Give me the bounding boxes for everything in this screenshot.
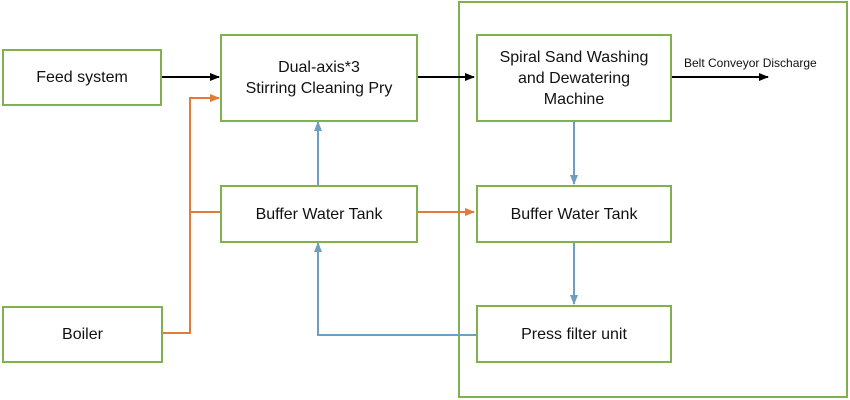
arrow-boiler-to-stirring <box>163 94 220 334</box>
buffer-water-tank-left-label: Buffer Water Tank <box>255 205 383 223</box>
buffer-water-tank-right-label: Buffer Water Tank <box>510 205 638 223</box>
spiral-sand-washing-box: Spiral Sand Washing and Dewatering Machi… <box>476 34 672 122</box>
buffer-water-tank-right-box: Buffer Water Tank <box>476 185 672 243</box>
buffer-water-tank-left-box: Buffer Water Tank <box>220 185 418 243</box>
stirring-pry-line-2: Stirring Cleaning Pry <box>245 80 393 97</box>
stirring-cleaning-pry-label: Dual-axis*3 Stirring Cleaning Pry <box>246 57 393 99</box>
boiler-box: Boiler <box>2 306 163 363</box>
press-filter-unit-box: Press filter unit <box>476 305 672 363</box>
spiral-line-2: and Dewatering <box>517 69 631 87</box>
boiler-label: Boiler <box>62 326 103 343</box>
stirring-cleaning-pry-box: Dual-axis*3 Stirring Cleaning Pry <box>220 34 418 122</box>
feed-system-box: Feed system <box>2 49 162 106</box>
belt-conveyor-discharge-label: Belt Conveyor Discharge <box>684 56 817 70</box>
stirring-pry-line-1: Dual-axis*3 <box>278 59 360 76</box>
spiral-line-1: Spiral Sand Washing <box>499 48 649 66</box>
spiral-sand-washing-label: Spiral Sand Washing and Dewatering Machi… <box>500 47 649 110</box>
arrow-press-to-buffer <box>314 242 476 336</box>
feed-system-label: Feed system <box>36 69 128 86</box>
process-group-frame <box>458 1 848 398</box>
spiral-line-3: Machine <box>543 90 605 108</box>
press-filter-unit-label: Press filter unit <box>521 325 627 343</box>
